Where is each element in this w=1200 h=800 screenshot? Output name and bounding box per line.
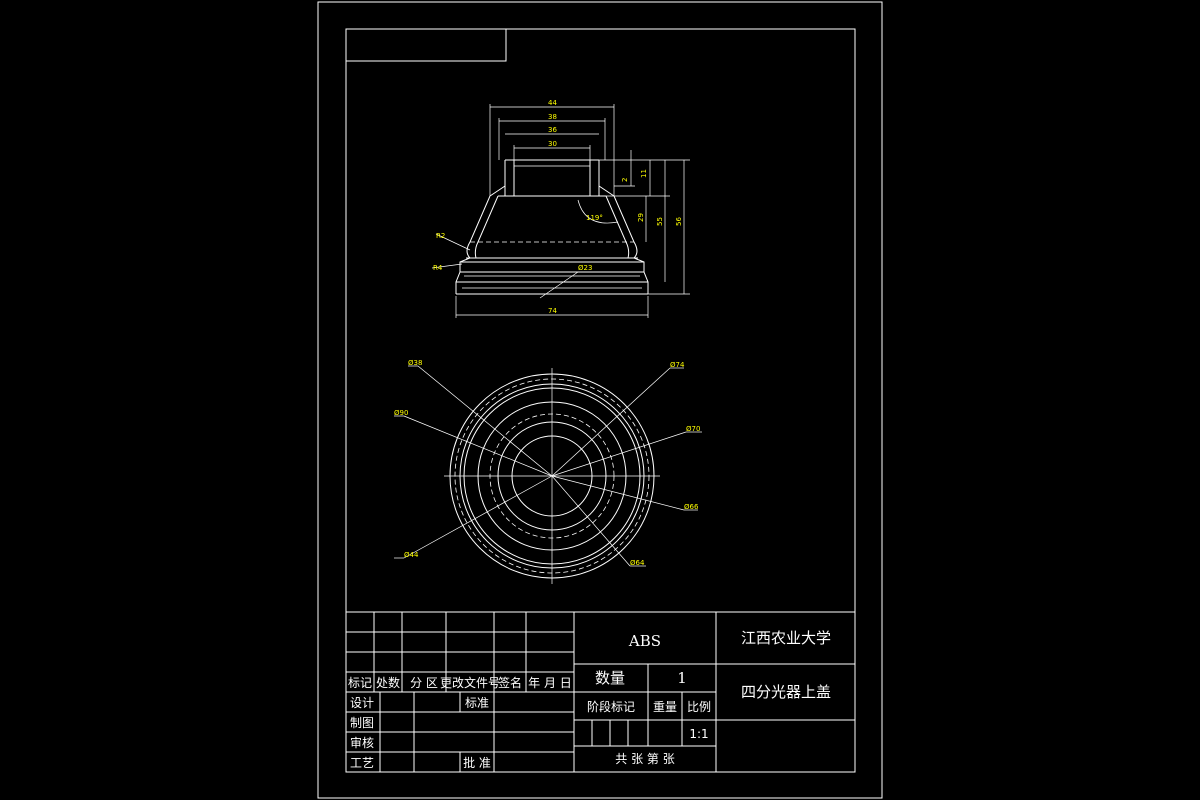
dim-44: 44 — [548, 99, 557, 107]
rev-doc-no: 更改文件号 — [440, 675, 500, 690]
sheet-count: 共 张 第 张 — [615, 752, 674, 766]
rev-count: 处数 — [376, 675, 400, 690]
school-name: 江西农业大学 — [741, 629, 831, 647]
dim-74: 74 — [548, 307, 557, 315]
dim-30: 30 — [548, 140, 557, 148]
radius-r2: R2 — [436, 232, 445, 240]
front-view: 119° 44 38 36 30 2 11 29 55 56 — [431, 99, 690, 318]
dia-90: Ø90 — [394, 409, 408, 417]
angle-dim: 119° — [586, 214, 603, 222]
title-block: ABS 江西农业大学 四分光器上盖 数量 1 阶段标记 重量 比例 1:1 共 … — [346, 611, 855, 772]
weight-label: 重量 — [653, 700, 677, 714]
dim-29: 29 — [637, 213, 645, 222]
standard-label: 标准 — [465, 696, 489, 710]
rev-zone: 分 区 — [410, 676, 438, 690]
rev-date: 年 月 日 — [528, 676, 572, 690]
process-label: 工艺 — [350, 756, 374, 770]
dia-38: Ø38 — [408, 359, 422, 367]
rev-sign: 签名 — [498, 675, 522, 690]
radius-r4: R4 — [433, 264, 443, 272]
drawing-label: 制图 — [350, 716, 374, 730]
dim-36: 36 — [548, 126, 557, 134]
dia-66: Ø66 — [684, 503, 699, 511]
dim-11: 11 — [640, 169, 648, 178]
dia-64: Ø64 — [630, 559, 645, 567]
scale-value: 1:1 — [689, 727, 708, 741]
design-label: 设计 — [350, 696, 374, 710]
quantity-value: 1 — [677, 669, 687, 687]
dim-2: 2 — [621, 178, 629, 182]
dia-23: Ø23 — [578, 264, 592, 272]
approve-label: 批 准 — [463, 755, 491, 770]
dim-56: 56 — [675, 217, 683, 226]
quantity-label: 数量 — [595, 669, 625, 687]
rev-mark: 标记 — [348, 676, 372, 690]
dim-55: 55 — [656, 217, 664, 226]
dia-70: Ø70 — [686, 425, 700, 433]
review-label: 审核 — [350, 735, 374, 750]
scale-label: 比例 — [687, 700, 711, 714]
sheet-outer-border — [317, 1, 883, 799]
sheet-inner-border — [345, 28, 856, 773]
material-text: ABS — [628, 632, 661, 650]
top-view: Ø38 Ø74 Ø90 Ø70 Ø66 Ø44 Ø64 — [394, 359, 702, 584]
part-name: 四分光器上盖 — [741, 683, 831, 701]
dia-74: Ø74 — [670, 361, 685, 369]
dim-38: 38 — [548, 113, 557, 121]
stage-label: 阶段标记 — [587, 699, 635, 714]
dia-44: Ø44 — [404, 551, 419, 559]
drawing-code-box — [346, 29, 507, 62]
